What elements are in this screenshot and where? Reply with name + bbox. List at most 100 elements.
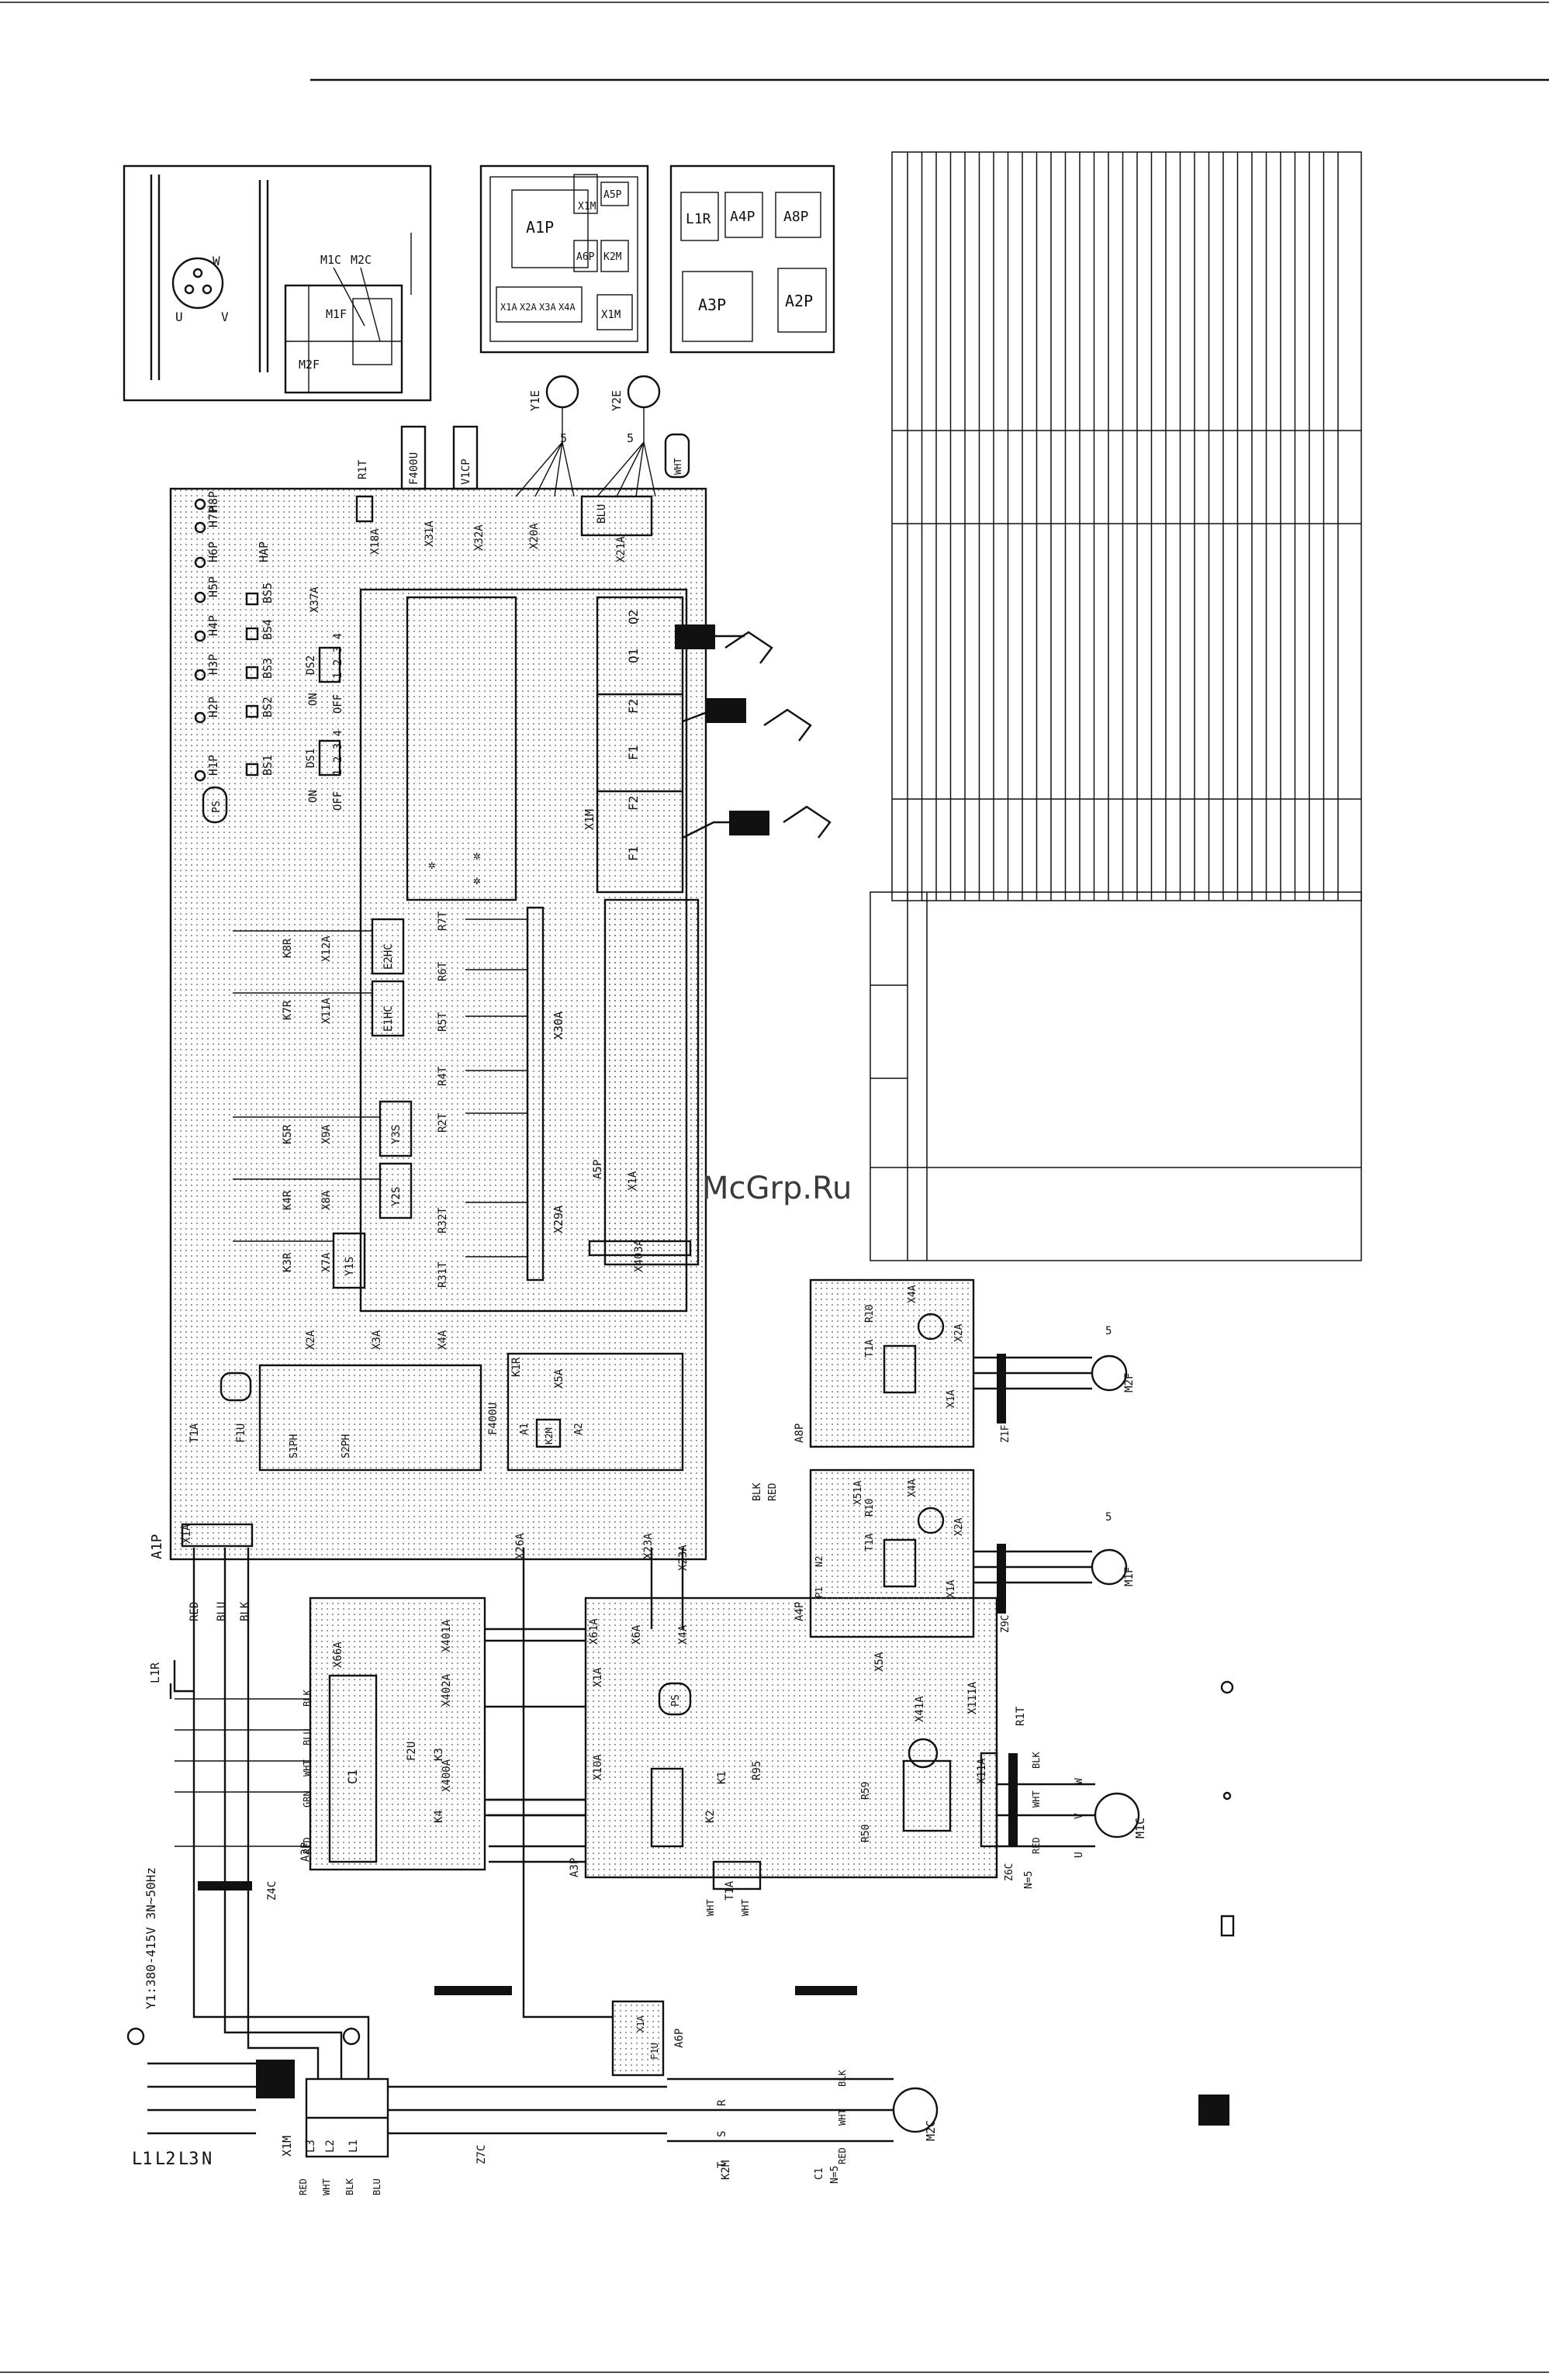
loc-x4a-label: X4A [558,302,576,313]
x401a-label: X400A [441,1759,453,1792]
a1p-power-supply: PS [202,786,228,824]
m2c-red-label: RED [837,2147,848,2164]
led-h1p-label: H1P [206,755,220,776]
r6t-label: R6T [437,961,449,981]
tx-f1-b: F1 [626,745,641,760]
tx-f1-a: F1 [626,846,641,861]
valve-wht-blu-label: WHT [673,458,683,475]
x41a-label: X41A [914,1696,926,1722]
m2c-wht-label: WHT [837,2108,848,2126]
a1p-pressure-switch-area: S1PH S2PH X2A X3A X4A X5A K1R T1A F1U F4… [188,1330,684,1472]
loc-x1m-label: X1M [578,201,596,213]
x9a-label: X9A [320,1124,333,1144]
led-indicator-1 [194,770,206,782]
a4p-x2a-label: X2A [953,1517,965,1536]
loc-l1r-label: L1R [686,211,711,227]
y2e-count: 5 [627,431,634,445]
f1u-label: T1A [188,1423,201,1443]
led-h8p-label: H8P [206,491,220,512]
a5p-board: A5P X1A X403A [588,898,700,1272]
l1r-wht-label: WHT [705,1899,716,1916]
x3a-label: X3A [371,1330,383,1350]
a3p-inverter-board: A3P PS X1A X10A X61A X6A X4A X5A X41A X1… [489,1596,1027,1916]
k2m-coil-label: K2M [544,1427,555,1444]
x23a-blu-label: BLU [596,504,608,524]
noise-filter-area: L1R Z4C Y1:380-415V 3N~50Hz [143,1660,278,2009]
legend-table [870,151,1362,1261]
loc-a3p-label: A3P [698,296,726,314]
compressor-m1c: M1C BLK WHT RED W V U Z6C N=5 [997,1752,1147,1889]
m1f-count: 5 [1105,1511,1112,1524]
a3p-x4a-label: X4A [677,1624,690,1645]
switch-box-a-location: A1P X1M A5P A6P K2M X1A X2A X3A X4A X1M [479,164,649,354]
k5r-label: K5R [282,1124,294,1144]
a3p-ps-label: PS [670,1694,682,1707]
ds2-positions-label: 1 2 3 4 [332,633,344,679]
bs4-label: BS4 [261,619,275,640]
x1m-label: X1M [280,2136,294,2157]
e2hc-label: E2HC [382,943,395,970]
a2p-wht-label: WHT [302,1759,313,1776]
a4p-red-label: RED [767,1482,779,1501]
s1nph-label: V1CP [460,458,472,485]
loc-x1m-b-label: X1M [601,309,621,321]
bs5-label: BS5 [261,583,275,604]
m2f-label: M2F [299,358,320,372]
ds2-off-label: OFF [332,694,344,714]
x402a-label: X401A [441,1619,453,1652]
a2-label: A2 [573,1423,585,1435]
x403a-label: X402A [441,1673,453,1707]
a2p-grn-label: GRN [302,1790,313,1807]
l1r-wht-b-label: WHT [740,1899,751,1916]
l1r-label: T1A [724,1880,736,1901]
x1m-blu-label: BLU [372,2178,382,2195]
x1m-wht-label: WHT [321,2178,332,2195]
m2f-count: 5 [1105,1325,1112,1337]
push-button-5 [245,592,259,606]
x5a-a3p-label: X5A [873,1652,886,1672]
r5t-label: R5T [437,1012,449,1032]
r59-label: R59 [860,1782,872,1800]
watermark: McGrp.Ru [702,1171,852,1206]
led-indicator-6 [194,556,206,569]
a5p-x1a-label: X1A [627,1171,639,1191]
led-indicator-4 [194,630,206,642]
a2p-red-label: RED [302,1837,313,1854]
a3p-label: A3P [569,1858,581,1877]
x61a-label: X61A [588,1618,600,1645]
bs2-label: BS2 [261,697,275,718]
k8r-label: K8R [282,938,294,958]
led-indicator-2 [194,711,206,724]
solenoid-relays: Y1S Y2S Y3S E1HC E2HC K3R K4R K5R K7R K8… [233,918,413,1289]
a4p-r10-label: R10 [864,1499,876,1517]
a8p-label: A8P [794,1424,806,1443]
x30a-label: X30A [551,1012,565,1040]
y1e-count: 5 [560,431,567,445]
main-supply-wires [192,1548,684,2079]
r2t-label: R2T [437,1112,449,1133]
main-blk-label: BLK [239,1601,251,1621]
t1a-label: F1U [649,2043,660,2060]
k2m-label: K2M [720,2160,732,2180]
r31t-label: R31T [437,1261,449,1288]
x8a-label: X8A [320,1190,333,1210]
tx-f2-a: F2 [626,796,641,811]
a8p-x2a-label: X2A [953,1323,965,1342]
mains-terminal: L1 L2 L3 X1M L1 L2 L3 N RED WHT BLK BLU [126,2027,389,2195]
bs1-label: BS1 [261,755,275,776]
push-button-4 [245,627,259,641]
led-h4p-label: H4P [206,615,220,636]
a3p-x1a-label: X1A [592,1667,604,1687]
m1c-label: M1C [1133,1818,1147,1839]
z6c-label: Z7C [475,2145,488,2164]
ds1-label: DS1 [305,749,317,768]
m1c-w-label: W [1074,1778,1085,1784]
m2c-blk-label: BLK [837,2070,848,2087]
a1p-ps-label: PS [211,801,223,813]
a6p-x1a-label: X1A [635,2015,646,2032]
c1-label: L1R [148,1662,162,1683]
x5a-label: X5A [553,1368,565,1389]
phase-u-label: U [175,310,183,324]
loc-x1a-label: X1A [500,302,517,313]
x32a-label: X32A [473,524,486,551]
